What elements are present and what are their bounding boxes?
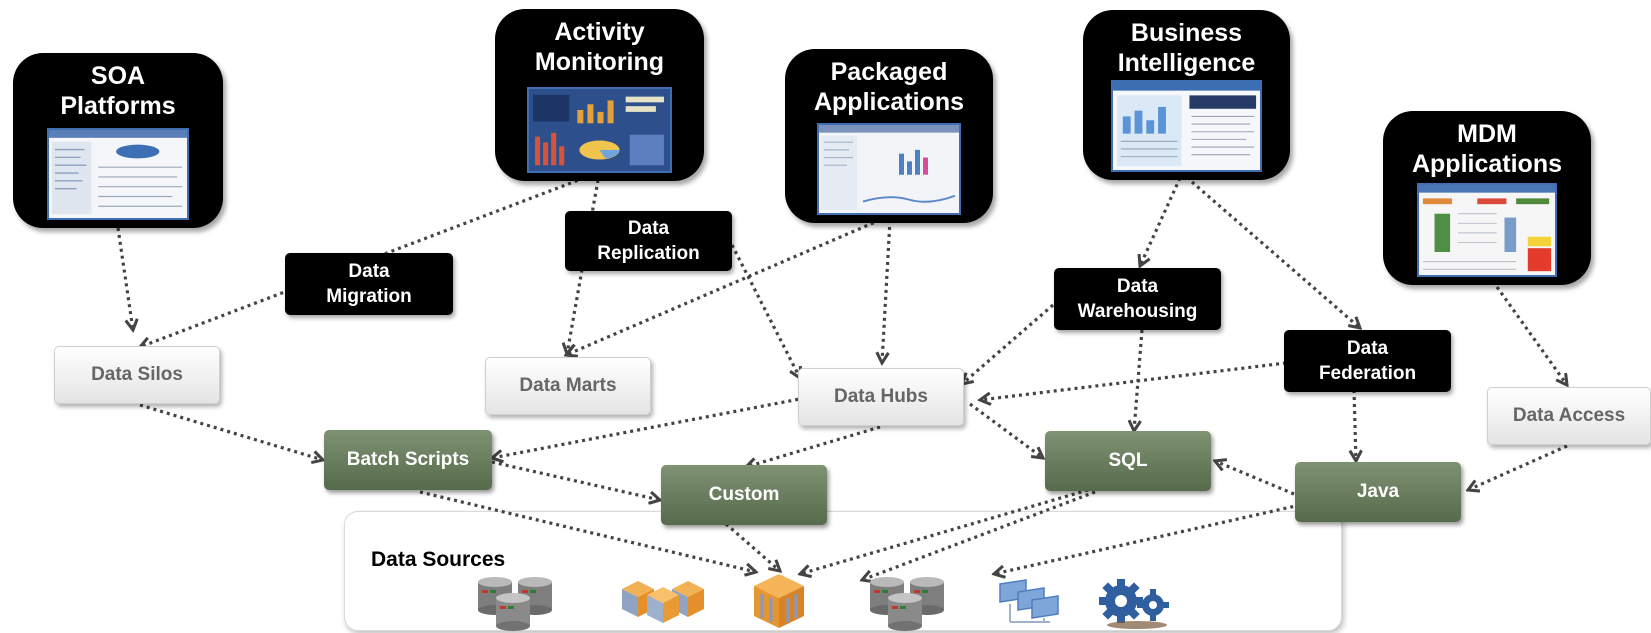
mdm-applications-tile: MDM Applications: [1383, 111, 1591, 285]
data-migration-label: Data Migration: [285, 253, 453, 315]
title-line: MDM: [1457, 120, 1517, 148]
activity-dashboard-thumbnail: [527, 87, 672, 173]
label-line: Warehousing: [1077, 301, 1198, 322]
title-line: Platforms: [60, 92, 176, 120]
arrow-sql-to-dbcluster: [862, 490, 1096, 580]
arrow-batch-to-cube: [419, 490, 756, 572]
custom-label: Custom: [708, 484, 780, 505]
network-computers-icon: [999, 579, 1059, 623]
title-line: Intelligence: [1117, 49, 1256, 77]
mdm-applications-title: MDM Applications: [1383, 119, 1591, 179]
title-line: Applications: [813, 88, 964, 116]
database-cluster-icon: [870, 577, 944, 631]
label-line: Data: [348, 261, 390, 282]
arrow-packaged-to-marts: [566, 218, 881, 355]
arrow-soa-to-silos: [116, 227, 133, 330]
data-hubs-box: Data Hubs: [798, 368, 964, 426]
data-replication-label: Data Replication: [565, 211, 732, 271]
soa-platforms-tile: SOA Platforms: [13, 53, 223, 228]
title-line: Activity: [554, 18, 645, 46]
label-line: Data: [627, 218, 670, 239]
java-box: Java: [1295, 462, 1461, 522]
arrow-federation-to-java: [1354, 389, 1356, 461]
title-line: Monitoring: [534, 48, 665, 76]
label-line: Data: [1116, 276, 1159, 297]
cube-cluster-icon: [622, 581, 704, 623]
soa-screenshot-thumbnail: [47, 128, 189, 220]
java-label: Java: [1356, 481, 1400, 502]
label-line: Data: [1346, 338, 1389, 359]
data-silos-box: Data Silos: [54, 346, 220, 404]
arrow-bi-to-federation: [1190, 180, 1360, 328]
packaged-applications-title: Packaged Applications: [785, 57, 993, 117]
data-warehousing-label: Data Warehousing: [1054, 268, 1221, 330]
data-federation-label: Data Federation: [1284, 330, 1451, 392]
sql-box: SQL: [1045, 431, 1211, 491]
title-line: SOA: [90, 62, 146, 90]
arrow-batch-to-custom: [491, 460, 660, 500]
arrow-hubs-to-custom: [746, 425, 881, 467]
data-hubs-label: Data Hubs: [834, 386, 928, 407]
arrow-federation-to-hubs: [980, 361, 1287, 400]
activity-monitoring-title: Activity Monitoring: [495, 17, 704, 77]
label-line: Replication: [597, 243, 700, 264]
packaged-applications-tile: Packaged Applications: [785, 49, 993, 223]
arrow-java-to-network: [994, 503, 1301, 574]
business-intelligence-title: Business Intelligence: [1083, 18, 1290, 78]
cube-icon: [754, 574, 804, 628]
activity-monitoring-tile: Activity Monitoring: [495, 9, 704, 181]
arrow-activity-to-silos: [140, 176, 585, 347]
arrow-activity-to-marts: [567, 179, 600, 354]
data-marts-label: Data Marts: [519, 375, 617, 396]
arrow-hubs-to-sql: [969, 402, 1043, 458]
batch-scripts-box: Batch Scripts: [324, 430, 492, 490]
arrow-mdm-to-access: [1495, 286, 1567, 385]
custom-box: Custom: [661, 465, 827, 525]
arrow-custom-to-cube: [724, 522, 780, 571]
arrow-packaged-to-hubs: [882, 219, 892, 363]
batch-scripts-label: Batch Scripts: [346, 449, 470, 470]
arrow-access-to-java: [1468, 444, 1568, 490]
soa-platforms-title: SOA Platforms: [13, 61, 223, 121]
gears-icon: [1099, 579, 1169, 629]
data-access-box: Data Access: [1487, 387, 1651, 445]
bi-report-thumbnail: [1111, 80, 1262, 172]
title-line: Business: [1130, 19, 1243, 47]
sql-label: SQL: [1108, 450, 1148, 471]
arrow-java-to-sql: [1215, 461, 1295, 496]
business-intelligence-tile: Business Intelligence: [1083, 10, 1290, 180]
mdm-app-thumbnail: [1417, 183, 1557, 277]
label-line: Federation: [1318, 363, 1417, 384]
data-access-label: Data Access: [1512, 405, 1626, 426]
arrow-sql-to-cube: [800, 488, 1089, 574]
arrow-silos-to-batch: [139, 403, 323, 460]
arrow-replication-to-hubs: [730, 244, 800, 378]
label-line: Migration: [326, 286, 412, 307]
arrow-bi-to-warehousing: [1140, 177, 1182, 266]
title-line: Packaged: [830, 58, 948, 86]
packaged-app-thumbnail: [817, 123, 961, 215]
data-sources-label: Data Sources: [371, 548, 506, 571]
title-line: Applications: [1411, 150, 1562, 178]
arrow-warehousing-to-hubs: [962, 303, 1055, 384]
data-silos-label: Data Silos: [91, 364, 183, 385]
database-cluster-icon: [478, 577, 552, 631]
data-marts-box: Data Marts: [485, 357, 651, 415]
